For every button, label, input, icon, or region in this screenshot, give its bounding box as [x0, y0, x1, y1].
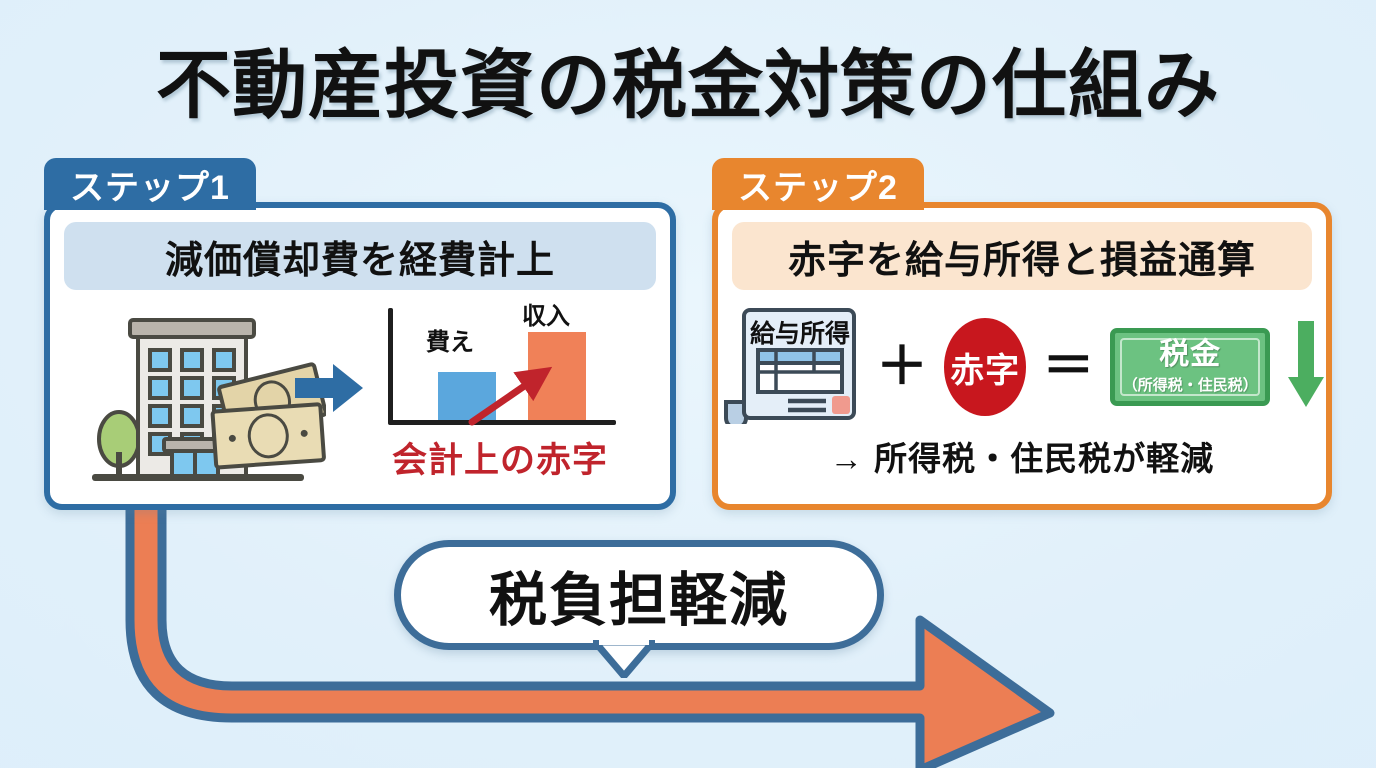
- right-arrow-icon: [293, 360, 365, 421]
- page-title: 不動産投資の税金対策の仕組み: [155, 43, 1220, 127]
- step-1-tab-label: ステップ1: [44, 158, 256, 210]
- result-bubble-tail: [591, 638, 657, 683]
- up-trend-arrow-icon: [466, 366, 553, 433]
- step-1-body: 減価償却費を経費計上: [44, 202, 676, 510]
- tree-icon: [97, 410, 141, 476]
- chart-x-axis: [388, 420, 616, 425]
- tax-note-icon: 税金 （所得税・住民税）: [1110, 328, 1270, 406]
- chart-y-axis: [388, 308, 393, 424]
- result-bubble-text: 税負担軽減: [488, 568, 789, 633]
- tax-note-title: 税金: [1159, 337, 1222, 371]
- cost-income-bar-chart: 費え 収入 会計上の赤字: [370, 303, 630, 494]
- plus-sign: ＋: [876, 338, 929, 396]
- step-1-footer-text: 会計上の赤字: [391, 441, 608, 480]
- down-arrow-icon: [1286, 319, 1326, 416]
- step-1-card: ステップ1 減価償却費を経費計上: [44, 158, 676, 510]
- step-1-heading: 減価償却費を経費計上: [64, 222, 656, 290]
- step-2-body: 赤字を給与所得と損益通算: [712, 202, 1332, 510]
- result-bubble: 税負担軽減: [394, 540, 884, 650]
- bar-income-label: 収入: [522, 303, 570, 330]
- step-1-illustration: 費え 収入 会計上の赤字: [50, 303, 670, 504]
- bar-cost-label: 費え: [426, 329, 474, 356]
- step-2-illustration: 給与所得 ＋ 赤字 ＝ 税金 （所得税・住民税） →: [718, 304, 1326, 504]
- step-2-tab-label: ステップ2: [712, 158, 924, 210]
- offset-equation: 給与所得 ＋ 赤字 ＝ 税金 （所得税・住民税）: [718, 304, 1326, 430]
- equals-sign: ＝: [1042, 338, 1095, 396]
- tax-note-subtitle: （所得税・住民税）: [1122, 376, 1258, 394]
- step-2-card: ステップ2 赤字を給与所得と損益通算: [712, 158, 1332, 510]
- bent-right-arrow-icon: [120, 470, 1120, 768]
- salary-document-icon: 給与所得: [718, 306, 860, 430]
- building-icon: [86, 312, 328, 492]
- step-2-footer-text: → 所得税・住民税が軽減: [829, 440, 1215, 477]
- step-2-heading: 赤字を給与所得と損益通算: [732, 222, 1312, 290]
- salary-document-label: 給与所得: [749, 319, 850, 348]
- deficit-badge: 赤字: [944, 318, 1027, 416]
